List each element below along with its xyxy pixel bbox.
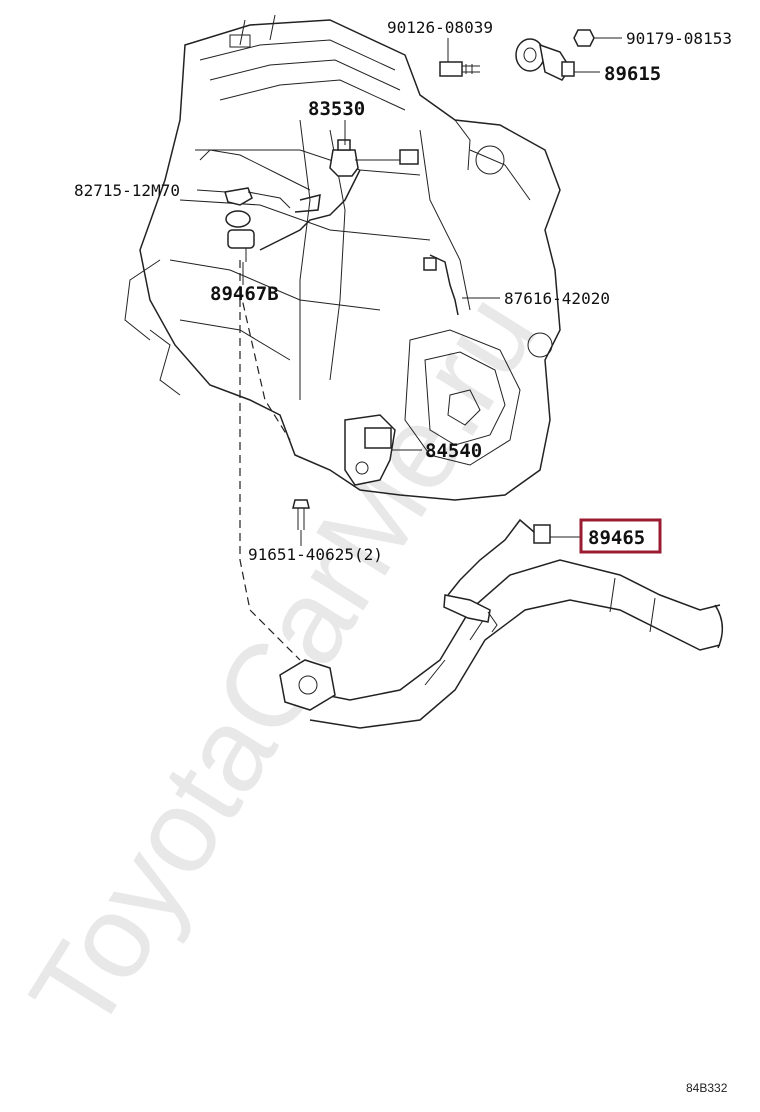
part-label-82715[interactable]: 82715-12M70 xyxy=(74,181,180,200)
guide-line-manifold xyxy=(239,260,301,661)
oil-pressure-switch-83530 xyxy=(329,139,419,177)
knock-sensor-89615 xyxy=(515,38,575,81)
bolt-91651 xyxy=(292,499,310,530)
exhaust-pipe xyxy=(279,559,724,729)
clamp-82715 xyxy=(224,187,291,209)
diagram-code: 84B332 xyxy=(686,1081,728,1095)
part-label-90126[interactable]: 90126-08039 xyxy=(387,18,493,37)
guide-line-89467 xyxy=(239,289,291,441)
part-label-84540[interactable]: 84540 xyxy=(425,440,482,462)
sensor-89467b xyxy=(225,169,361,262)
leader-lines xyxy=(196,37,622,546)
part-label-83530[interactable]: 83530 xyxy=(308,98,365,120)
part-label-89615[interactable]: 89615 xyxy=(604,63,661,85)
nut-90179 xyxy=(573,29,595,47)
highlight-box xyxy=(579,518,662,554)
switch-84540 xyxy=(344,414,396,486)
part-label-91651[interactable]: 91651-40625(2) xyxy=(248,545,383,564)
watermark: ToyotaCarMe.ru xyxy=(5,272,562,1054)
part-label-89467b[interactable]: 89467B xyxy=(210,283,279,305)
stud-bolt-90126 xyxy=(439,61,480,77)
part-label-90179[interactable]: 90179-08153 xyxy=(626,29,732,48)
bracket-87616 xyxy=(423,254,459,316)
part-label-87616[interactable]: 87616-42020 xyxy=(504,289,610,308)
part-label-89465[interactable]: 89465 xyxy=(588,527,645,549)
oxygen-sensor-89465 xyxy=(443,518,551,633)
